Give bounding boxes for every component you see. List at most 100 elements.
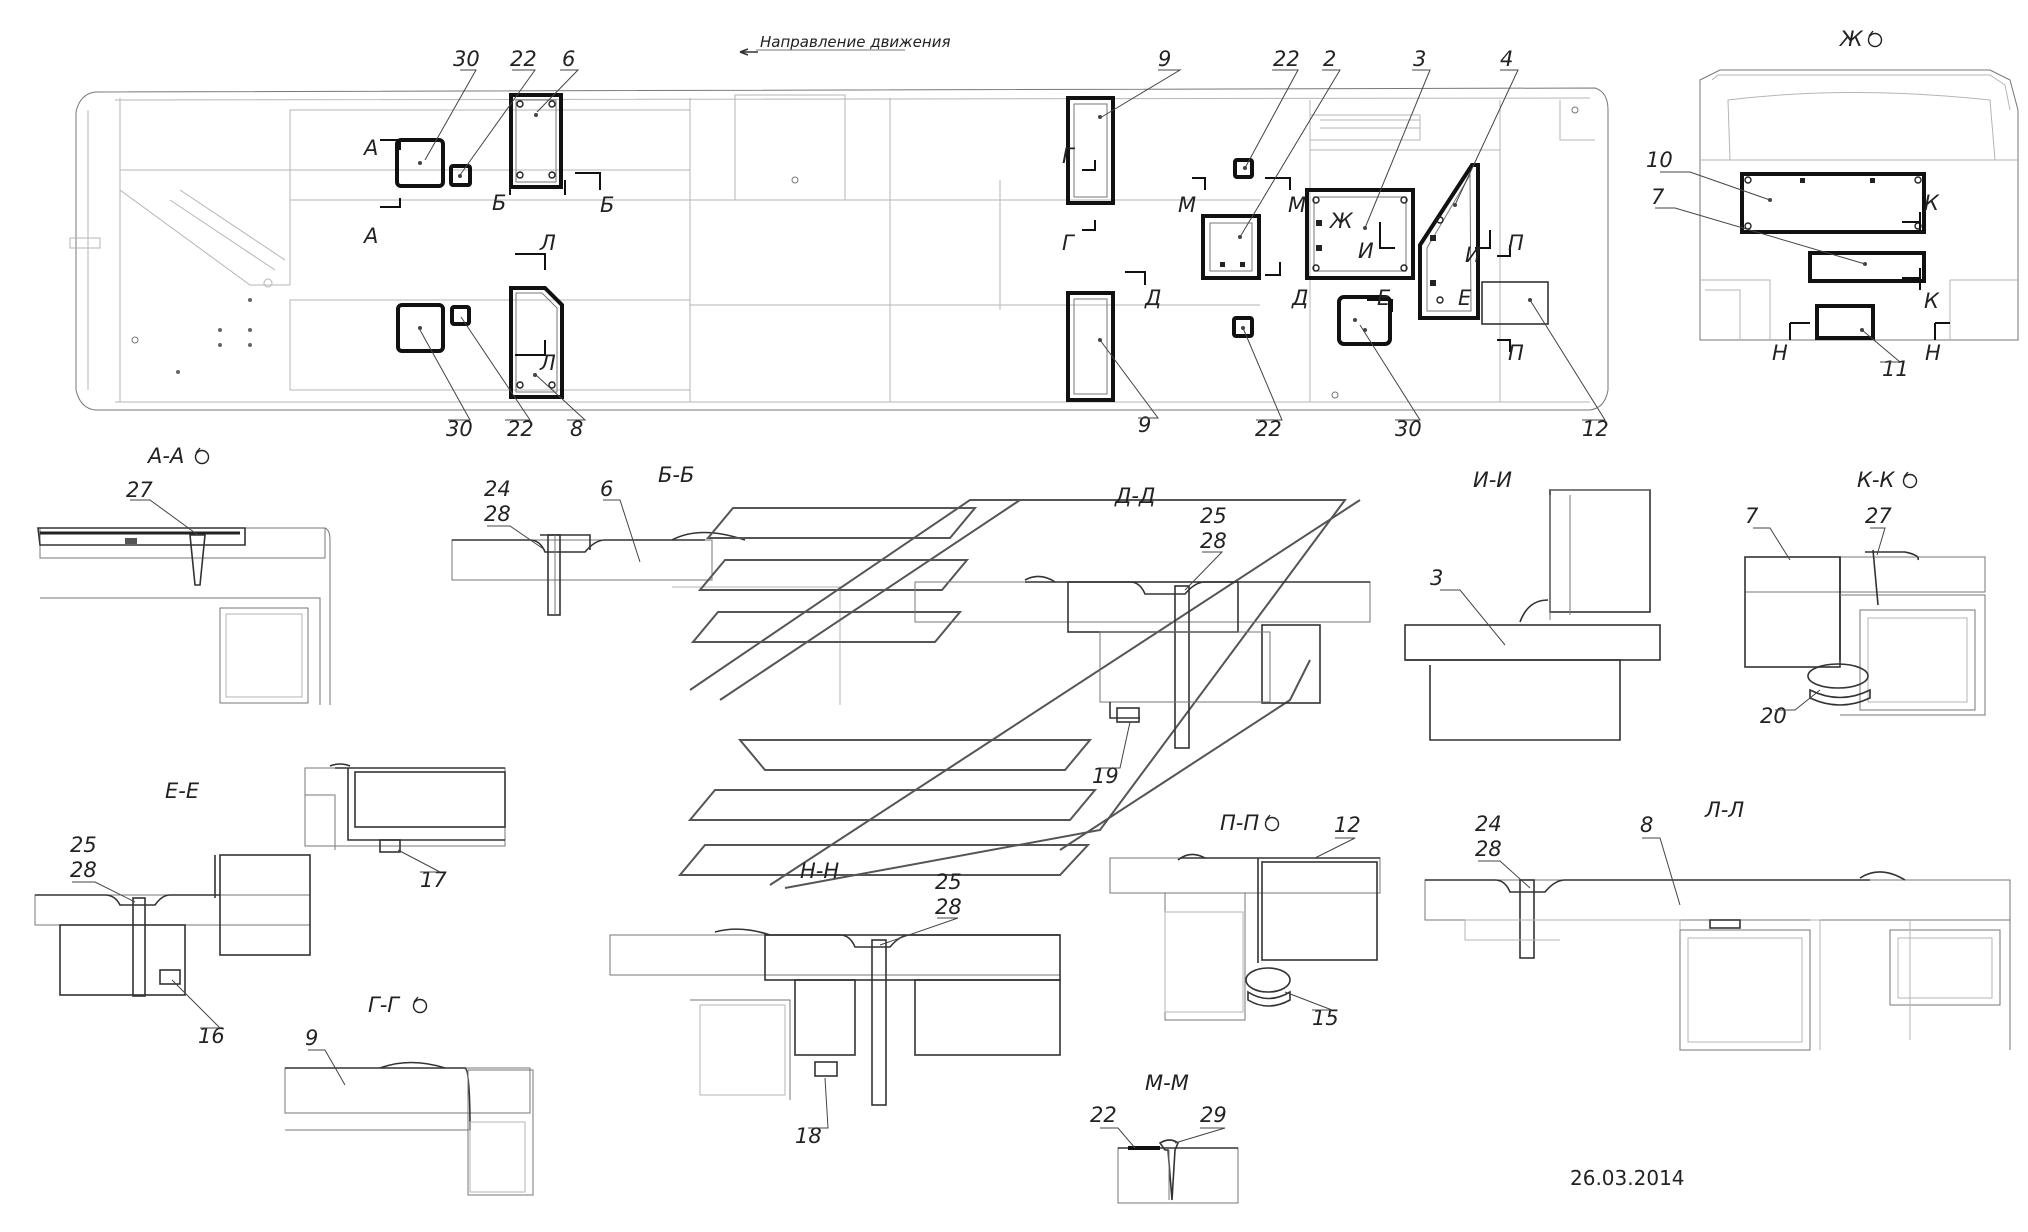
section-l-l: Л-Л 24 28 8	[1424, 798, 2011, 1051]
section-n-n-title: Н-Н	[800, 859, 839, 883]
callout-9-bottom: 9	[1138, 413, 1151, 437]
gg-label-9: 9	[305, 1026, 318, 1050]
ee-label-25: 25	[70, 833, 97, 857]
hatch-9-top	[1066, 96, 1115, 205]
section-b-b: Б-Б 24 28 6	[451, 463, 841, 705]
ll-label-24: 24	[1475, 812, 1502, 836]
callout-8: 8	[570, 417, 583, 441]
section-m-m-title: М-М	[1145, 1071, 1189, 1095]
cut-mark-k-bottom: К	[1924, 289, 1940, 313]
dd-label-28: 28	[1200, 529, 1227, 553]
direction-arrow-icon	[739, 48, 758, 56]
cut-mark-i-right: И	[1465, 243, 1481, 267]
callout-2: 2	[1323, 47, 1336, 71]
cut-markers: А А Б Б Л Л Г Г М М Д Д Ж И И Е Е П П	[362, 136, 1524, 375]
bb-label-28: 28	[484, 502, 511, 526]
section-k-k: К-К 7 27 20	[1744, 468, 1986, 728]
callout-30-bottom: 30	[446, 417, 473, 441]
stylized-logo-mark	[677, 499, 1361, 889]
ee-label-28: 28	[70, 858, 97, 882]
cut-mark-i-left: И	[1358, 239, 1374, 263]
hatch-12	[1481, 281, 1549, 325]
section-l-l-title: Л-Л	[1704, 798, 1744, 822]
cut-mark-d-left: Д	[1144, 286, 1161, 310]
view-zh-title: Ж	[1838, 27, 1864, 51]
section-m-m: М-М 22 29	[1090, 1071, 1239, 1204]
bb-label-24: 24	[484, 477, 511, 501]
cut-mark-g-bottom: Г	[1062, 231, 1076, 255]
hatch-30-bottom	[396, 303, 445, 353]
view-mark-zh: Ж	[1328, 209, 1354, 233]
hatch-30-right	[1337, 295, 1392, 346]
hatch-22-top-left	[449, 164, 472, 187]
bb-label-6: 6	[600, 477, 613, 501]
nn-label-28: 28	[935, 895, 962, 919]
hatch-4	[1418, 163, 1480, 320]
cut-mark-a-bottom: А	[362, 224, 378, 248]
cut-mark-p-bottom: П	[1508, 341, 1524, 365]
cut-mark-m-left: М	[1178, 193, 1196, 217]
ii-label-3: 3	[1430, 566, 1443, 590]
section-i-i-title: И-И	[1473, 468, 1512, 492]
cut-mark-a-top: А	[362, 136, 378, 160]
hatch-22-bottom-left	[450, 305, 471, 326]
callout-22-top: 22	[510, 47, 537, 71]
ll-label-28: 28	[1475, 837, 1502, 861]
callout-30-top: 30	[453, 47, 480, 71]
cut-mark-p-top: П	[1508, 231, 1524, 255]
section-b-b-title: Б-Б	[658, 463, 694, 487]
bus-floor-plan	[69, 87, 1609, 411]
callout-9-top: 9	[1158, 47, 1171, 71]
mm-label-22: 22	[1090, 1103, 1117, 1127]
hatch-6	[509, 93, 563, 189]
hatch-2	[1201, 214, 1261, 280]
kk-label-20: 20	[1760, 704, 1787, 728]
callout-22-bottom-mid: 22	[1255, 417, 1282, 441]
cut-mark-d-right: Д	[1291, 286, 1308, 310]
section-e-detail-17: 17	[304, 763, 506, 892]
section-i-i: И-И 3	[1404, 468, 1661, 741]
section-d-d: Д-Д 25 28 19	[914, 484, 1371, 788]
callout-10: 10	[1646, 148, 1673, 172]
callout-30-right: 30	[1395, 417, 1422, 441]
direction-of-travel: Направление движения	[739, 33, 950, 56]
section-e-e: Е-Е 25 28 16	[34, 779, 311, 1048]
callout-22-top-mid: 22	[1273, 47, 1300, 71]
cut-mark-m-right: М	[1288, 193, 1306, 217]
cut-mark-k-top: К	[1924, 191, 1940, 215]
nn-label-25: 25	[935, 870, 962, 894]
section-n-n: Н-Н 25 28 18	[609, 859, 1061, 1148]
hatch-22-top-mid	[1233, 158, 1254, 179]
section-e-e-title: Е-Е	[165, 779, 200, 803]
section-d-d-title: Д-Д	[1114, 484, 1155, 508]
direction-label: Направление движения	[760, 33, 950, 51]
aa-label-27: 27	[126, 478, 153, 502]
cut-mark-b-right: Б	[600, 193, 614, 217]
kk-label-27: 27	[1865, 504, 1892, 528]
section-a-a: А-А 27	[37, 444, 331, 705]
mm-label-29: 29	[1200, 1103, 1227, 1127]
callout-7: 7	[1651, 185, 1665, 209]
section-g-g-title: Г-Г	[368, 993, 401, 1017]
cut-mark-e-left: Е	[1377, 286, 1391, 310]
hatch-7	[1808, 251, 1926, 283]
dd-label-25: 25	[1200, 504, 1227, 528]
hatch-22-bottom-mid	[1232, 316, 1254, 338]
cut-mark-l-bottom: Л	[539, 351, 556, 375]
cut-mark-n-left: Н	[1772, 341, 1788, 365]
hatch-30-top	[395, 138, 445, 188]
cut-mark-l-top: Л	[539, 231, 556, 255]
cut-mark-b-left: Б	[492, 191, 506, 215]
kk-label-7: 7	[1745, 504, 1759, 528]
drawing-date: 26.03.2014	[1570, 1166, 1685, 1190]
view-zh-rear: Ж 10 7 11 К К Н Н	[1646, 27, 2019, 381]
section-k-k-title: К-К	[1857, 468, 1895, 492]
hatch-10	[1740, 172, 1926, 234]
callout-6: 6	[562, 47, 575, 71]
hatch-8	[509, 286, 564, 399]
section-g-g: Г-Г 9	[284, 993, 534, 1196]
cut-mark-e-right: Е	[1458, 286, 1472, 310]
hatch-11	[1815, 304, 1875, 340]
ll-label-8: 8	[1640, 813, 1653, 837]
plan-callouts: 30 22 6 9 22 2 3 4 30 22 8 9 22 30 12	[419, 47, 1609, 441]
